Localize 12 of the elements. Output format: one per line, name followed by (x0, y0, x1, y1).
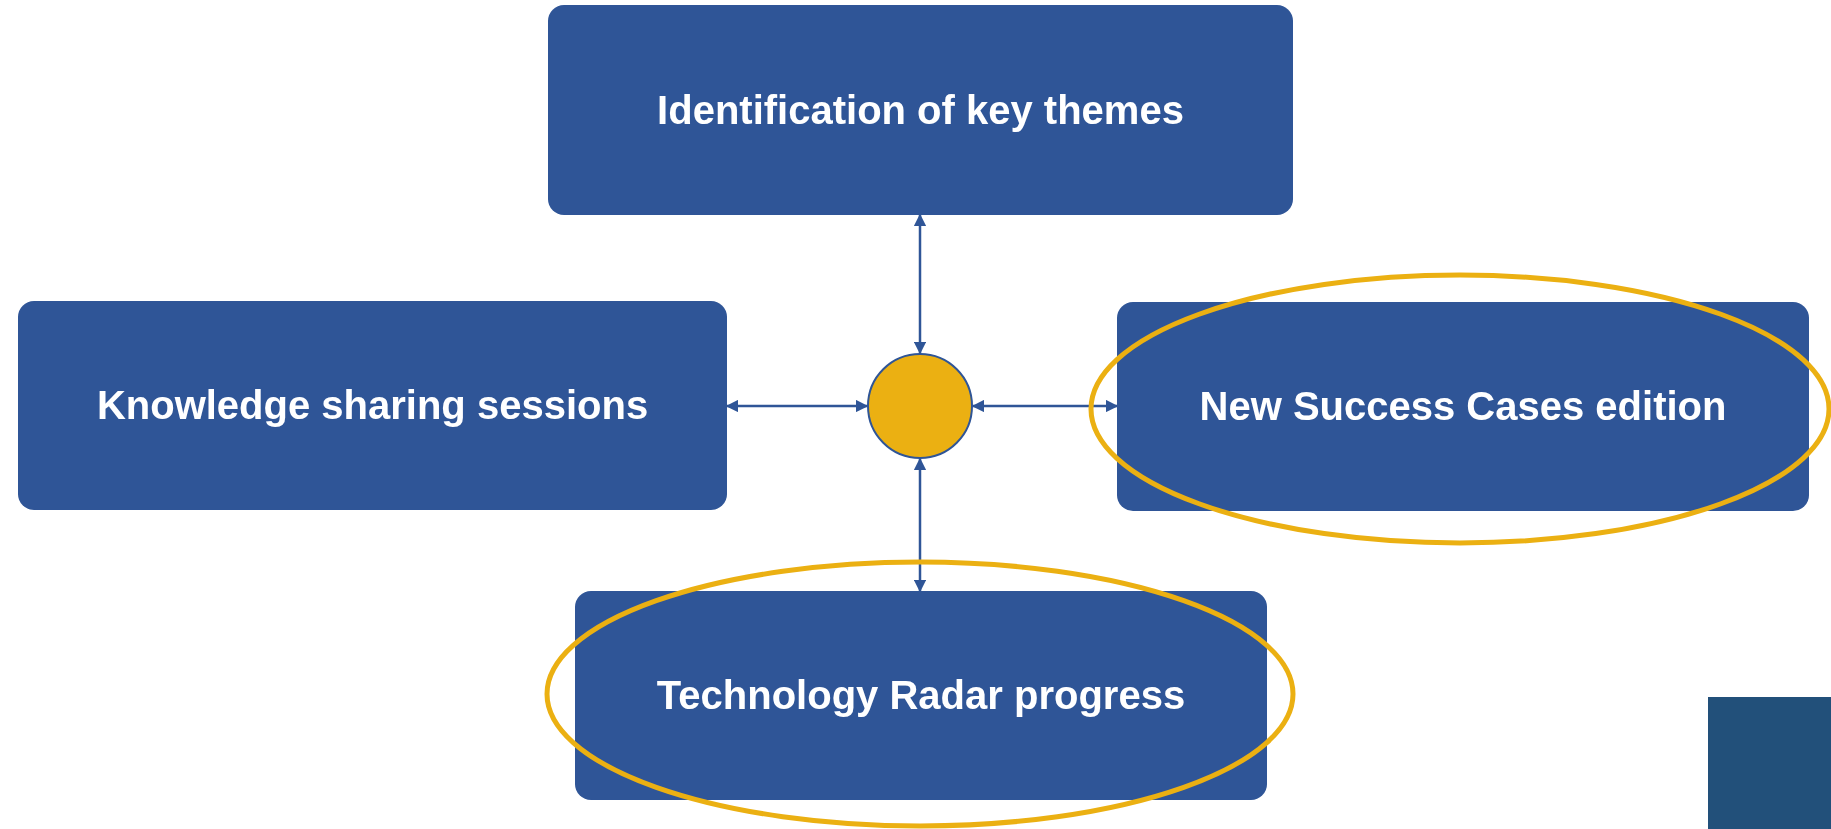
double-arrow (913, 213, 927, 355)
box-label: Identification of key themes (657, 87, 1184, 133)
process-box (18, 301, 727, 510)
box-label: New Success Cases edition (1199, 384, 1727, 429)
double-arrow (725, 399, 869, 413)
double-arrow (971, 399, 1119, 413)
box-label: Technology Radar progress (656, 673, 1186, 718)
process-box (575, 591, 1267, 800)
double-arrow (913, 457, 927, 593)
box-label: Knowledge sharing sessions (96, 383, 649, 428)
process-box (1117, 302, 1809, 511)
process-box (548, 5, 1293, 215)
